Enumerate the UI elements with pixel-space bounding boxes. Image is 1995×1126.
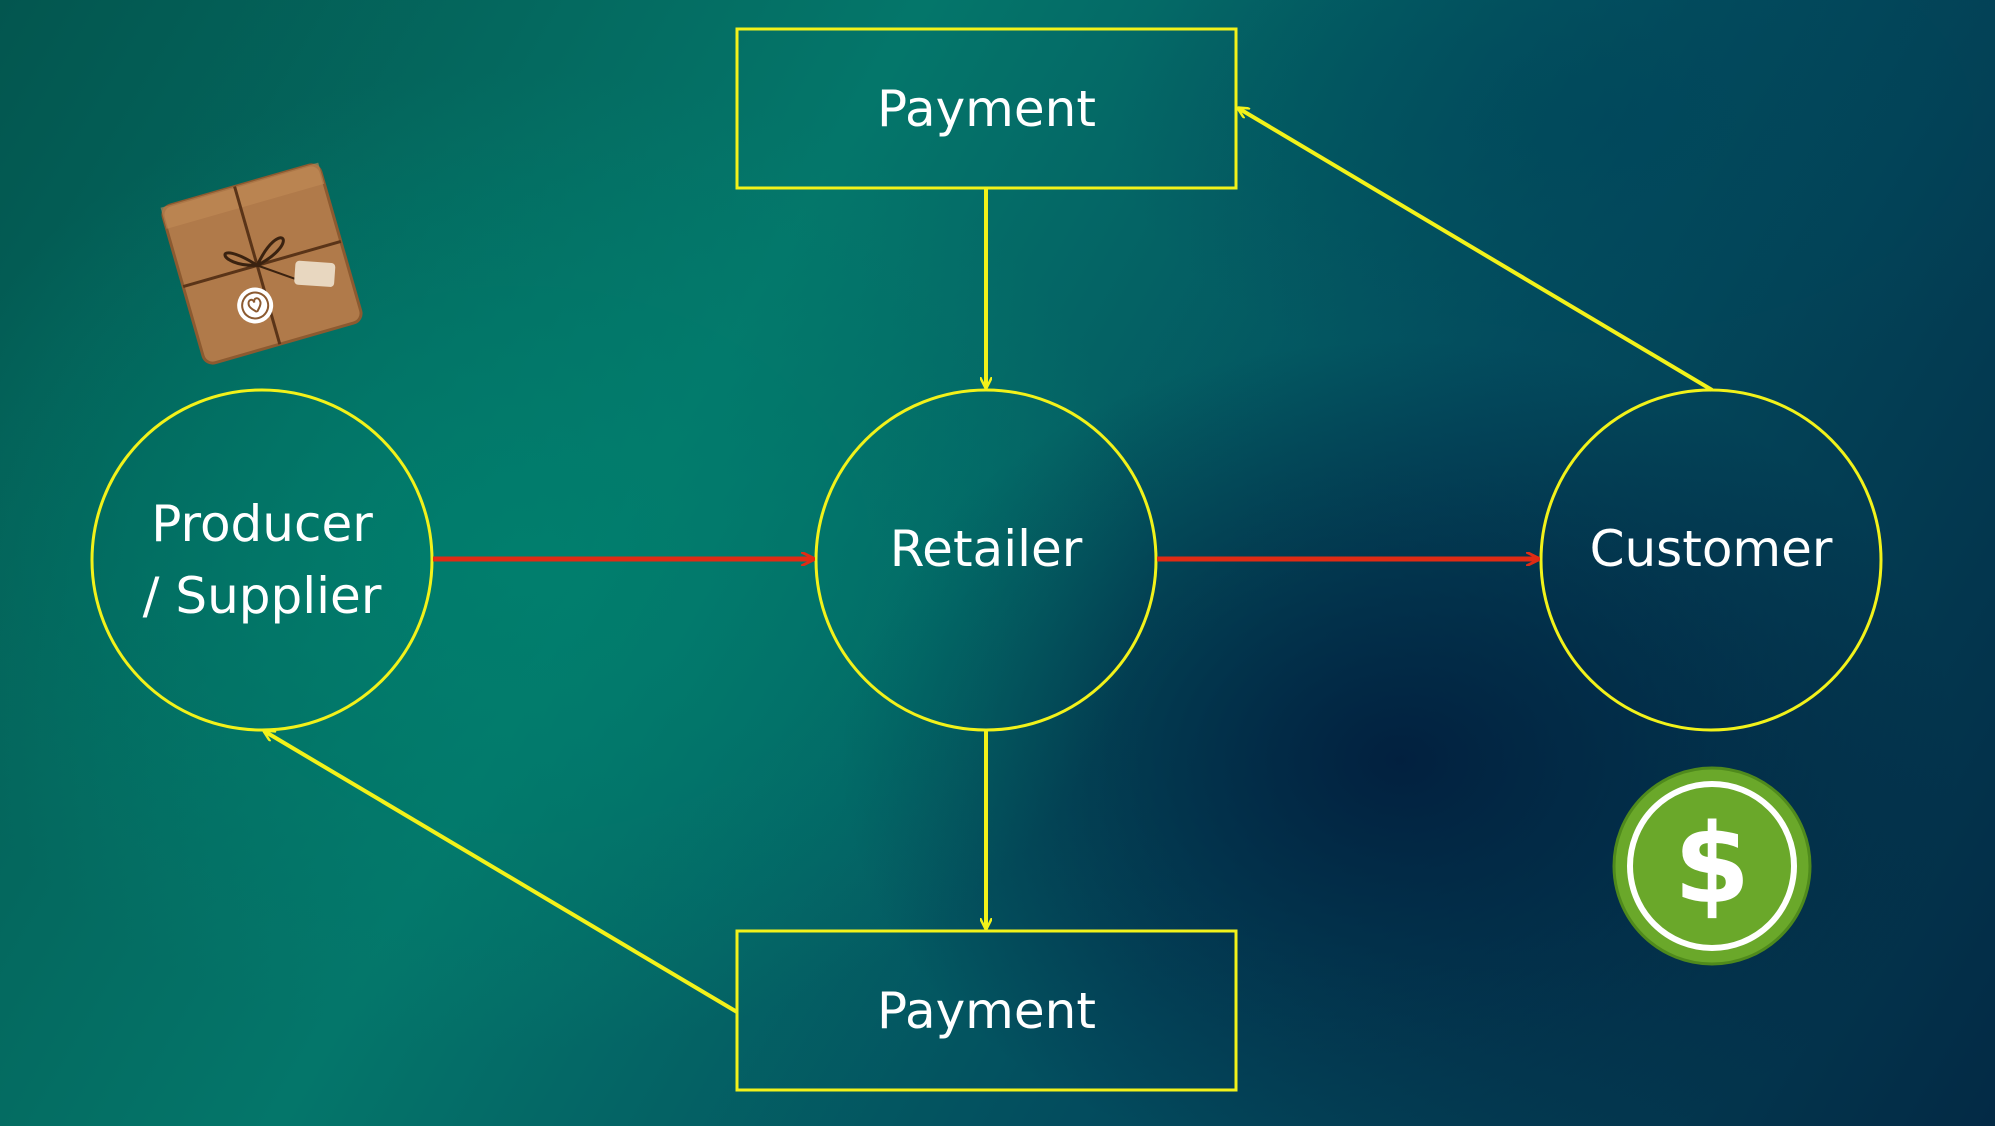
package-icon xyxy=(160,162,363,365)
customer-label: Customer xyxy=(1541,390,1881,730)
producer-label: Producer / Supplier xyxy=(92,390,432,730)
arrow-customer-to-payment-top xyxy=(1238,108,1714,392)
payment-top-text: Payment xyxy=(877,79,1096,138)
payment-bottom-text: Payment xyxy=(877,981,1096,1040)
dollar-coin-icon: $ xyxy=(1612,766,1812,966)
customer-text: Customer xyxy=(1589,520,1833,578)
retailer-circle xyxy=(814,388,1158,732)
producer-label-line2: / Supplier xyxy=(142,567,382,625)
arrow-payment-bottom-to-producer xyxy=(264,731,739,1014)
producer-label-line1: Producer xyxy=(151,495,373,553)
retailer-label: Retailer xyxy=(816,390,1156,730)
payment-bottom-label: Payment xyxy=(737,931,1236,1090)
payment-top-label: Payment xyxy=(737,29,1236,188)
retailer-text: Retailer xyxy=(889,520,1083,578)
svg-text:$: $ xyxy=(1674,800,1751,928)
